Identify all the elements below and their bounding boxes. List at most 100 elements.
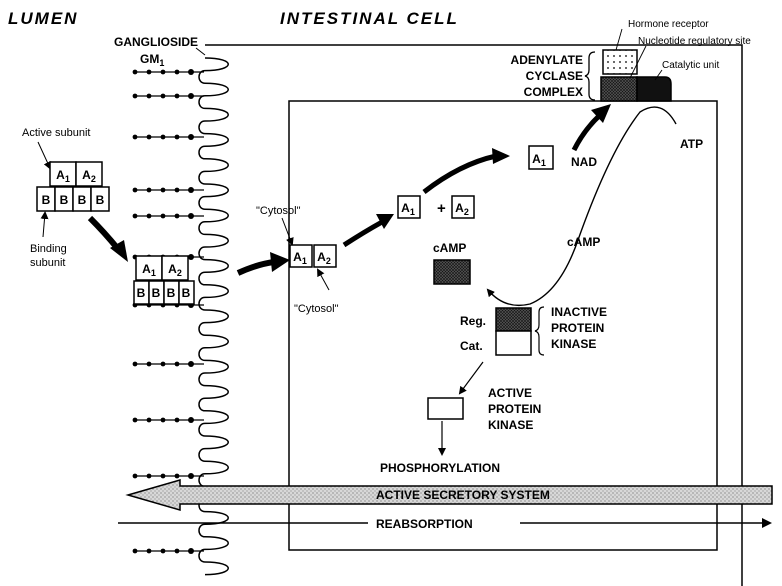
- cytosol-a2: [313, 244, 337, 268]
- ganglioside-bead: [174, 473, 180, 479]
- free-a1: [397, 195, 421, 219]
- ganglioside-chains: [132, 69, 204, 554]
- ganglioside-bead: [146, 134, 152, 140]
- ganglioside-pointer: [195, 47, 206, 56]
- active-subunit-pointer: [37, 141, 52, 170]
- regulatory-subunit: [495, 307, 532, 332]
- cytoplasm-boundary: [288, 100, 718, 551]
- binding-subunit-label-1: Binding: [30, 243, 67, 255]
- ganglioside-bead: [174, 69, 180, 75]
- hormone-receptor-pointer: [615, 28, 623, 51]
- intestinal-cell-header: INTESTINAL CELL: [280, 9, 459, 28]
- ganglioside-bead: [188, 254, 194, 260]
- ganglioside-bead: [132, 473, 138, 479]
- camp-box-label: cAMP: [433, 241, 466, 255]
- free-toxin-b4: [90, 186, 110, 212]
- svg-text:B: B: [60, 193, 69, 207]
- ganglioside-bead: [174, 187, 180, 193]
- ganglioside-bead: [132, 69, 138, 75]
- catalytic-unit-label: Catalytic unit: [662, 60, 719, 71]
- ganglioside-bead: [188, 93, 194, 99]
- ganglioside-bead: [174, 417, 180, 423]
- bound-toxin-b4: [178, 280, 195, 305]
- phosphorylation-label: PHOSPHORYLATION: [380, 461, 500, 475]
- bound-toxin-a2: [161, 255, 189, 281]
- nad-label: NAD: [571, 155, 597, 169]
- ganglioside-bead: [146, 417, 152, 423]
- ganglioside-bead: [160, 69, 166, 75]
- free-toxin-a2: [75, 161, 103, 187]
- ganglioside-bead: [146, 473, 152, 479]
- inactive-pk-brace: [534, 306, 545, 356]
- nad-arrow-head: [591, 104, 611, 123]
- ganglioside-bead: [188, 417, 194, 423]
- ganglioside-bead: [132, 187, 138, 193]
- ganglioside-bead: [146, 548, 152, 554]
- ganglioside-bead: [188, 361, 194, 367]
- svg-text:B: B: [152, 286, 161, 300]
- ganglioside-bead: [132, 213, 138, 219]
- ganglioside-bead: [146, 187, 152, 193]
- active-subunit-label: Active subunit: [22, 127, 90, 139]
- ganglioside-bead: [160, 93, 166, 99]
- ganglioside-bead: [174, 134, 180, 140]
- lumen-header: LUMEN: [8, 9, 78, 28]
- svg-text:B: B: [182, 286, 191, 300]
- cytosol-a1: [289, 244, 313, 268]
- svg-text:B: B: [137, 286, 146, 300]
- ganglioside-bead: [188, 187, 194, 193]
- ganglioside-label: GANGLIOSIDE: [114, 35, 198, 49]
- svg-text:A2: A2: [317, 250, 331, 266]
- plus-sign: +: [437, 200, 446, 217]
- svg-text:B: B: [78, 193, 87, 207]
- ganglioside-bead: [160, 187, 166, 193]
- atp-label: ATP: [680, 137, 703, 151]
- nad-arrow: [571, 113, 602, 152]
- catalytic-unit-pointer: [654, 69, 663, 81]
- ganglioside-bead: [174, 361, 180, 367]
- ganglioside-bead: [132, 548, 138, 554]
- svg-text:B: B: [167, 286, 176, 300]
- hormone-receptor-label: Hormone receptor: [628, 19, 709, 30]
- dissociation-arrow: [342, 219, 384, 248]
- nucleotide-site-pointer: [629, 45, 647, 79]
- ganglioside-bead: [160, 473, 166, 479]
- free-cholera-toxin: A1 A2 B B B B: [36, 161, 110, 212]
- ganglioside-bead: [146, 361, 152, 367]
- atp-to-camp-curve: [486, 106, 677, 307]
- active-secretory-label: ACTIVE SECRETORY SYSTEM: [376, 488, 550, 502]
- translocation-arrow-head: [270, 252, 290, 272]
- binding-subunit-label-2: subunit: [30, 257, 65, 269]
- catalytic-subunit: [495, 330, 532, 356]
- ganglioside-bead: [160, 417, 166, 423]
- gm1-label: GM1: [140, 52, 164, 68]
- activated-a1: [528, 145, 554, 170]
- cytosol-pointer-lower: [317, 268, 330, 291]
- svg-text:A2: A2: [168, 262, 182, 278]
- svg-text:B: B: [96, 193, 105, 207]
- a1-activation-arrow-head: [492, 148, 510, 164]
- svg-text:A1: A1: [142, 262, 156, 278]
- reg-label: Reg.: [460, 314, 486, 328]
- active-pk-line2: PROTEIN: [488, 402, 541, 416]
- svg-text:A1: A1: [532, 152, 546, 168]
- ganglioside-bead: [146, 93, 152, 99]
- ganglioside-bead: [174, 93, 180, 99]
- ganglioside-bead: [132, 417, 138, 423]
- ganglioside-bead: [132, 361, 138, 367]
- inactive-pk-line1: INACTIVE: [551, 305, 607, 319]
- binding-arrow-head: [110, 240, 128, 262]
- cytosol-label-lower: "Cytosol": [294, 303, 339, 315]
- active-pk-box: [427, 397, 464, 420]
- svg-text:A1: A1: [293, 250, 307, 266]
- free-a2: [451, 195, 475, 219]
- dissociation-arrow-head: [376, 214, 394, 229]
- catalytic-unit-block: [636, 76, 672, 102]
- active-pk-line1: ACTIVE: [488, 386, 532, 400]
- ganglioside-bead: [132, 134, 138, 140]
- ganglioside-bead: [160, 134, 166, 140]
- ganglioside-bead: [174, 213, 180, 219]
- ganglioside-bead: [188, 548, 194, 554]
- inactive-pk-line2: PROTEIN: [551, 321, 604, 335]
- reabsorption-label: REABSORPTION: [376, 517, 473, 531]
